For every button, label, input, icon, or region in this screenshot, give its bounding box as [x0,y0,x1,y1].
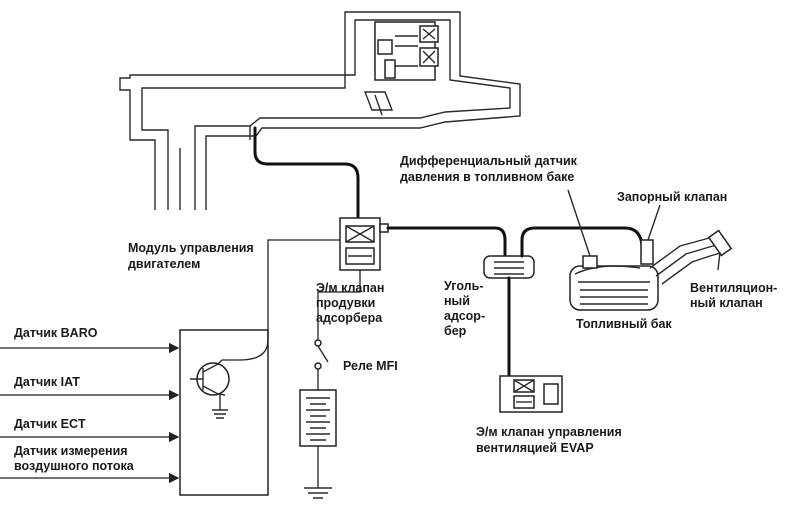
canister-label-line2: ный [444,294,470,308]
relay-label: Реле MFI [343,359,398,373]
sensor-baro-label: Датчик BARO [14,326,98,340]
filler-neck [649,229,733,285]
fuel-tank-label: Топливный бак [576,317,672,331]
canister-label-line1: Уголь- [444,279,483,293]
purge-hose [386,226,507,258]
sensor-iat-label: Датчик IAT [14,375,80,389]
battery [299,389,337,447]
fuel-tank [569,265,659,311]
mfi-relay-switch [314,339,329,370]
purge-solenoid-label-line3: адсорбера [316,311,383,325]
shutoff-valve-leader [647,204,661,241]
diff-sensor-leader [567,189,591,257]
sensor-arrows [0,342,180,484]
canister-label-line4: бер [444,324,467,338]
throttle-valve [363,91,394,116]
shutoff-valve [640,239,654,265]
fuel-tank-pressure-sensor [582,255,598,269]
purge-solenoid-label-line1: Э/м клапан [316,281,384,295]
diff-sensor-label-line1: Дифференциальный датчик [400,154,578,168]
ecm-label-line2: двигателем [128,257,200,271]
diff-sensor-label-line2: давления в топливном баке [400,170,574,184]
shutoff-valve-label: Запорный клапан [617,190,727,204]
relay-wire [317,270,361,340]
vacuum-hose [253,126,360,220]
purge-solenoid-valve [339,217,389,271]
vent-valve-label-line2: ный клапан [690,296,763,310]
purge-solenoid-label-line2: продувки [316,296,375,310]
intake-manifold [119,11,521,210]
ground-symbol [304,487,332,499]
vent-solenoid-label-line2: вентиляцией EVAP [476,441,594,455]
sensor-ect-label: Датчик ECT [14,417,86,431]
ecm-purge-wire [222,239,340,361]
canister-label-line3: адсор- [444,309,485,323]
vent-valve-leader [717,251,721,271]
ecm-box [179,329,269,496]
vent-solenoid-label-line1: Э/м клапан управления [476,425,622,439]
sensor-maf-label-line1: Датчик измерения [14,444,128,458]
throttle-body [374,21,439,81]
ecm-label-line1: Модуль управления [128,241,254,255]
vent-valve-label-line1: Вентиляцион- [690,281,777,295]
sensor-maf-label-line2: воздушного потока [14,459,135,473]
charcoal-canister [483,255,535,279]
evap-vent-solenoid [499,375,563,413]
